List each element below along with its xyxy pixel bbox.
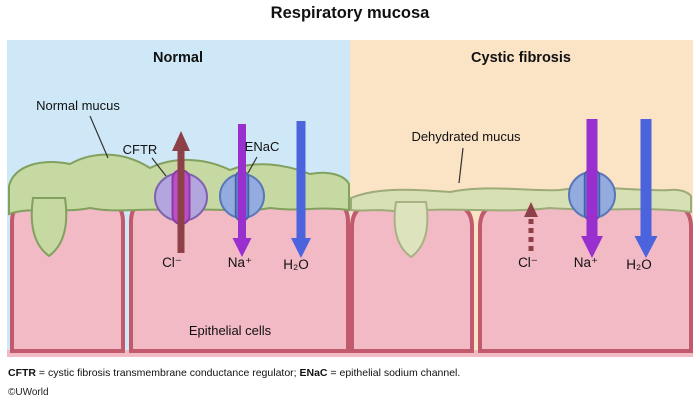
sodium-ion-label-cf: Na⁺	[573, 255, 599, 270]
enac-label: ENaC	[244, 139, 280, 154]
copyright-notice: ©UWorld	[8, 387, 49, 398]
epithelial-cells-label: Epithelial cells	[188, 323, 272, 338]
chloride-ion-label-cf: Cl⁻	[518, 255, 538, 270]
normal-mucus-label: Normal mucus	[36, 98, 120, 113]
abbreviation-legend: CFTR = cystic fibrosis transmembrane con…	[8, 367, 460, 379]
sodium-ion-label-normal: Na⁺	[227, 255, 253, 270]
water-label-normal: H₂O	[283, 257, 309, 272]
water-flow-arrow-cf	[634, 119, 658, 258]
cftr-pointer-line	[151, 157, 167, 177]
chloride-blocked-arrowhead	[524, 202, 538, 217]
enac-pointer-line	[247, 156, 258, 174]
epithelial-cell-1	[10, 197, 125, 353]
dehydrated-mucus-pointer-line	[458, 147, 464, 184]
figure-title: Respiratory mucosa	[270, 4, 430, 22]
cftr-label: CFTR	[122, 142, 158, 157]
chloride-secretion-arrow	[172, 131, 190, 253]
legend-cftr-term: CFTR	[8, 367, 36, 379]
sodium-absorption-arrow-cf	[581, 119, 603, 258]
normal-mucus-pointer-line	[89, 115, 109, 159]
basal-strip	[7, 350, 693, 357]
normal-mucus-drip	[30, 197, 68, 258]
water-flow-arrow-normal	[291, 121, 311, 258]
legend-enac-term: ENaC	[299, 367, 328, 379]
sodium-absorption-arrow-normal	[232, 124, 252, 257]
dehydrated-mucus-drip	[393, 201, 429, 259]
dehydrated-mucus-label: Dehydrated mucus	[411, 129, 521, 144]
legend-cftr-definition: = cystic fibrosis transmembrane conducta…	[36, 367, 300, 379]
epithelial-cell-4	[478, 202, 693, 353]
legend-enac-definition: = epithelial sodium channel.	[327, 367, 461, 379]
water-label-cf: H₂O	[626, 257, 652, 272]
chloride-ion-label-normal: Cl⁻	[162, 255, 182, 270]
normal-panel-heading: Normal	[153, 50, 203, 66]
cystic-fibrosis-panel-heading: Cystic fibrosis	[471, 50, 571, 66]
